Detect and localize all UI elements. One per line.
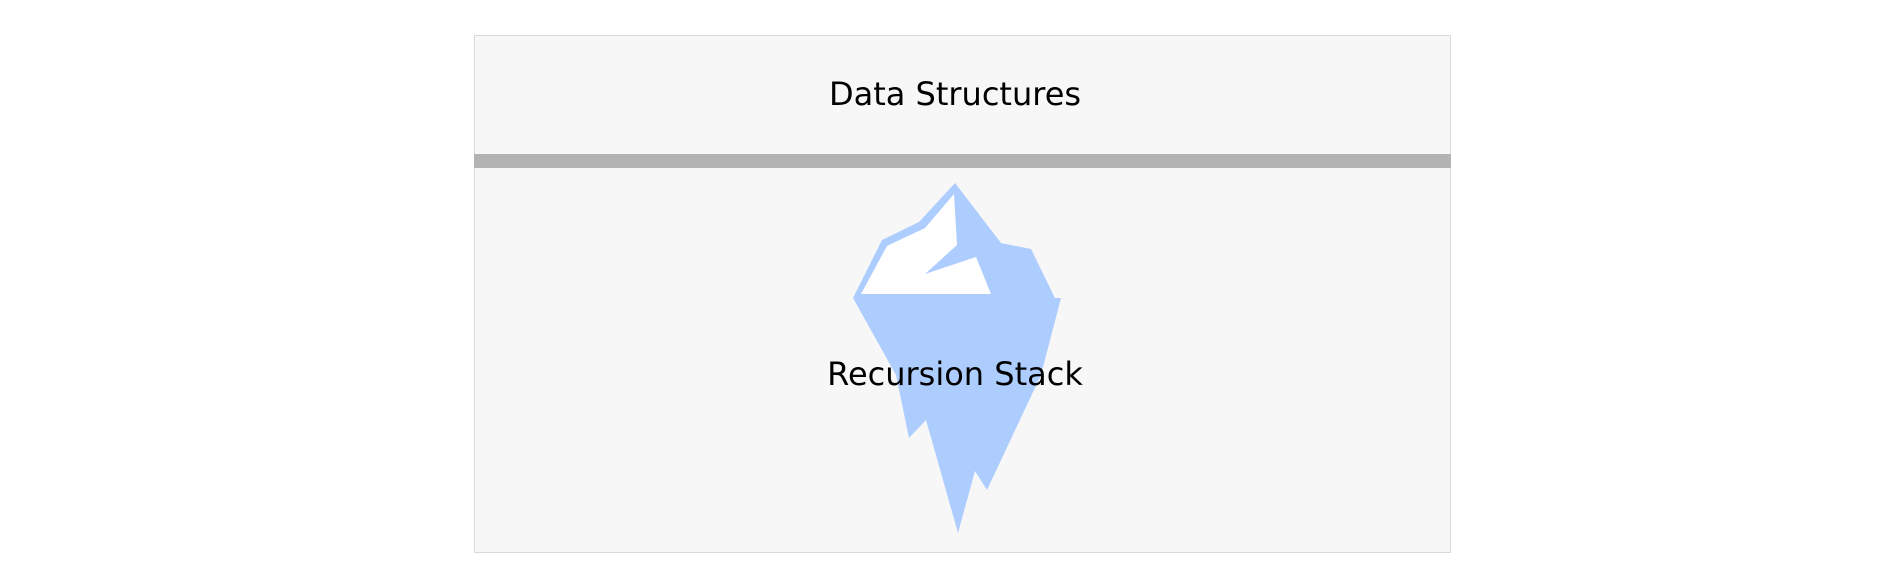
top-label: Data Structures	[828, 75, 1082, 113]
waterline-divider	[474, 154, 1451, 168]
iceberg-highlight	[861, 194, 991, 294]
bottom-label: Recursion Stack	[827, 355, 1083, 393]
